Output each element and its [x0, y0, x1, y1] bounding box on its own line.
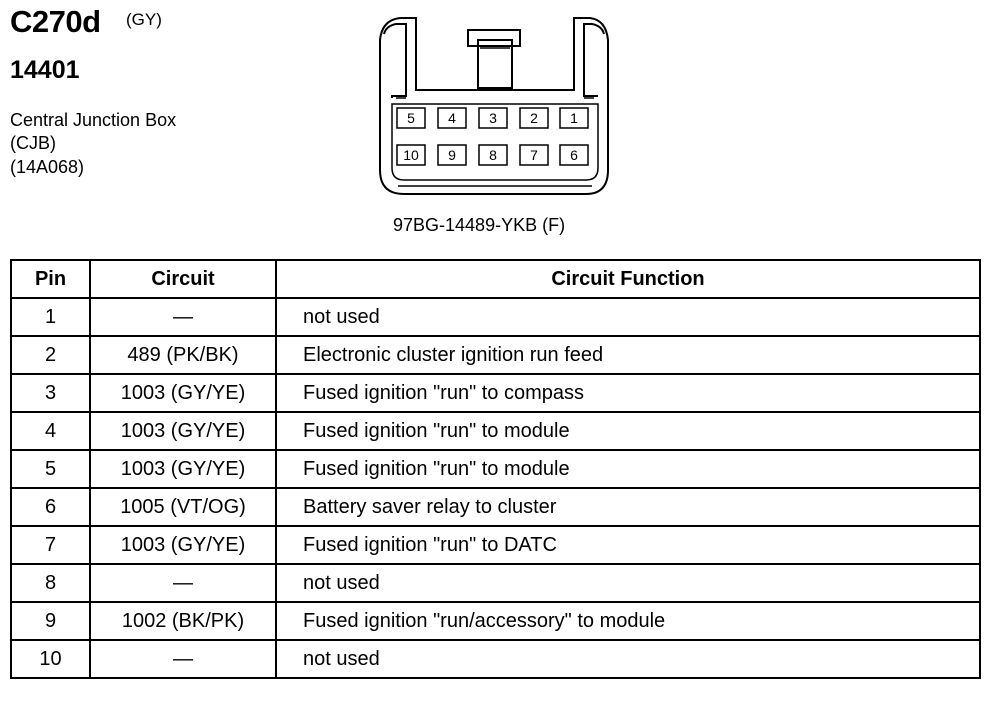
connector-pin: 7 — [519, 144, 549, 166]
column-header-circuit-function: Circuit Function — [275, 259, 981, 299]
connector-code: C270d — [10, 4, 101, 39]
pin-cell: 5 — [10, 449, 91, 489]
connector-part-number: 97BG-14489-YKB (F) — [393, 215, 566, 235]
circuit-function-cell: Fused ignition "run" to module — [275, 411, 981, 451]
circuit-function-cell: Fused ignition "run" to module — [275, 449, 981, 489]
column-header-circuit: Circuit — [89, 259, 277, 299]
circuit-cell: — — [89, 297, 277, 337]
pin-grid: 5 4 3 2 1 10 9 8 7 6 — [396, 107, 589, 166]
pin-cell: 10 — [10, 639, 91, 679]
pin-cell: 8 — [10, 563, 91, 603]
connector-pin-label: 10 — [403, 147, 419, 163]
circuit-cell: 1003 (GY/YE) — [89, 449, 277, 489]
left-latch — [383, 23, 407, 98]
connector-pin-label: 4 — [448, 110, 456, 126]
table-row: 8—not used — [10, 563, 981, 603]
circuit-function-cell: Fused ignition "run" to compass — [275, 373, 981, 413]
circuit-function-cell: Fused ignition "run/accessory" to module — [275, 601, 981, 641]
connector-pin: 1 — [559, 107, 589, 129]
table-row: 10—not used — [10, 639, 981, 679]
connector-face-diagram: 5 4 3 2 1 10 9 8 7 6 — [379, 17, 609, 195]
circuit-function-cell: Electronic cluster ignition run feed — [275, 335, 981, 375]
circuit-function-cell: not used — [275, 639, 981, 679]
circuit-cell: 1005 (VT/OG) — [89, 487, 277, 527]
circuit-cell: 1003 (GY/YE) — [89, 411, 277, 451]
connector-pin: 8 — [478, 144, 508, 166]
connector-pin-label: 5 — [407, 110, 415, 126]
connector-housing — [379, 17, 609, 195]
connector-pin: 10 — [396, 144, 426, 166]
connector-pin-label: 3 — [489, 110, 497, 126]
table-header-row: Pin Circuit Circuit Function — [10, 259, 981, 299]
connector-pin: 2 — [519, 107, 549, 129]
right-latch — [583, 23, 605, 97]
connector-pin-label: 7 — [530, 147, 538, 163]
component-description-line: (CJB) — [10, 133, 56, 153]
circuit-cell: 489 (PK/BK) — [89, 335, 277, 375]
circuit-cell: 1003 (GY/YE) — [89, 373, 277, 413]
connector-pin-label: 2 — [530, 110, 538, 126]
pin-cavity — [391, 103, 599, 181]
pin-cell: 2 — [10, 335, 91, 375]
connector-pin-label: 6 — [570, 147, 578, 163]
circuit-function-cell: not used — [275, 563, 981, 603]
locking-tab — [467, 29, 521, 47]
component-description-line: (14A068) — [10, 157, 85, 177]
circuit-cell: 1002 (BK/PK) — [89, 601, 277, 641]
connector-pin-label: 9 — [448, 147, 456, 163]
connector-pin-label: 1 — [570, 110, 578, 126]
pin-cell: 6 — [10, 487, 91, 527]
connector-pin: 3 — [478, 107, 508, 129]
circuit-cell: 1003 (GY/YE) — [89, 525, 277, 565]
connector-pin: 6 — [559, 144, 589, 166]
pin-cell: 1 — [10, 297, 91, 337]
circuit-function-cell: Fused ignition "run" to DATC — [275, 525, 981, 565]
circuit-cell: — — [89, 563, 277, 603]
component-description-line: Central Junction Box — [10, 110, 177, 130]
table-row: 1—not used — [10, 297, 981, 337]
pin-cell: 3 — [10, 373, 91, 413]
connector-pin: 4 — [437, 107, 467, 129]
pin-cell: 7 — [10, 525, 91, 565]
pin-cell: 4 — [10, 411, 91, 451]
connector-color: (GY) — [126, 10, 162, 29]
connector-pin: 5 — [396, 107, 426, 129]
circuit-cell: — — [89, 639, 277, 679]
component-part-number: 14401 — [10, 56, 80, 84]
circuit-function-cell: Battery saver relay to cluster — [275, 487, 981, 527]
pin-cell: 9 — [10, 601, 91, 641]
connector-pin: 9 — [437, 144, 467, 166]
column-header-pin: Pin — [10, 259, 91, 299]
connector-pin-label: 8 — [489, 147, 497, 163]
circuit-function-cell: not used — [275, 297, 981, 337]
